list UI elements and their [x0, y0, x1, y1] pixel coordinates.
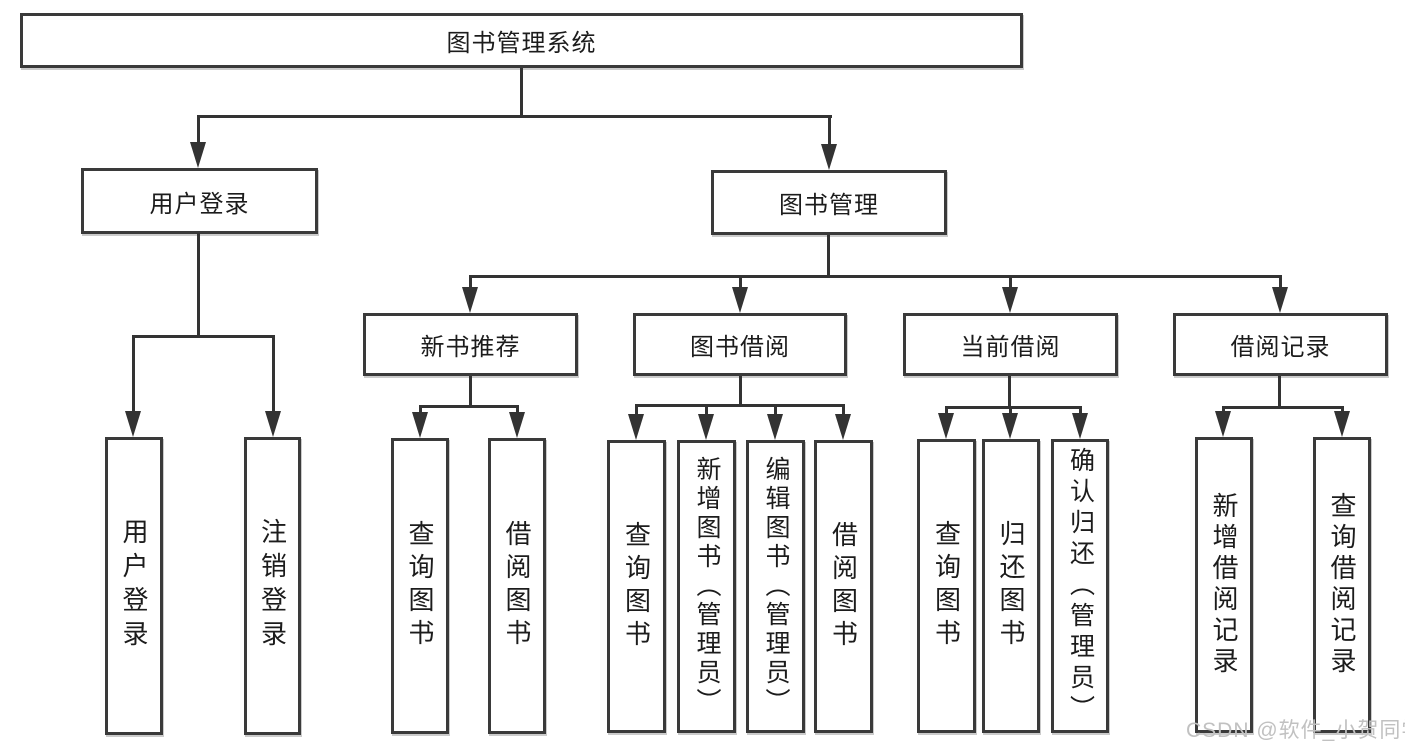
connector-line: [1079, 406, 1082, 414]
node-book-borrow-label: 图书借阅: [690, 334, 790, 361]
node-borrow-record-label: 借阅记录: [1230, 334, 1331, 361]
connector-line: [198, 115, 832, 118]
connector-arrow-icon: [462, 287, 478, 313]
connector-line: [1341, 406, 1344, 412]
connector-line: [842, 404, 845, 416]
connector-arrow-icon: [1002, 287, 1018, 313]
node-root-label: 图书管理系统: [446, 30, 597, 57]
connector-line: [520, 68, 523, 117]
connector-arrow-icon: [412, 412, 428, 438]
node-book-management-label: 图书管理: [779, 192, 879, 219]
connector-arrow-icon: [698, 414, 714, 440]
node-new-book-recommend-label: 新书推荐: [420, 334, 521, 361]
leaf-borrow-book-1-label: 借阅图书: [502, 520, 532, 652]
connector-line: [197, 115, 200, 148]
node-user-login: 用户登录: [81, 168, 318, 234]
leaf-query-book-1: 查询图书: [391, 438, 449, 734]
connector-line: [197, 233, 200, 337]
node-current-borrow-label: 当前借阅: [960, 334, 1061, 361]
connector-line: [828, 115, 831, 150]
csdn-watermark: CSDN @软件_小贺同学: [1186, 719, 1405, 742]
connector-line: [469, 275, 472, 291]
connector-line: [469, 376, 472, 407]
leaf-confirm-return-admin-label: 确认归还（管理员）: [1066, 446, 1095, 726]
leaf-query-book-3: 查询图书: [917, 439, 976, 733]
connector-arrow-icon: [821, 144, 837, 170]
connector-line: [635, 404, 638, 416]
leaf-edit-book-admin-label: 编辑图书（管理员）: [762, 456, 790, 717]
connector-line: [132, 335, 135, 415]
connector-line: [774, 404, 777, 416]
leaf-query-book-2: 查询图书: [607, 440, 666, 733]
leaf-borrow-book-2: 借阅图书: [814, 440, 873, 733]
leaf-user-login-label: 用户登录: [119, 518, 149, 654]
connector-arrow-icon: [509, 412, 525, 438]
connector-line: [419, 405, 519, 408]
connector-line: [705, 404, 708, 416]
leaf-edit-book-admin: 编辑图书（管理员）: [746, 440, 805, 733]
connector-line: [1222, 406, 1225, 412]
leaf-add-book-admin-label: 新增图书（管理员）: [693, 456, 721, 717]
connector-line: [1222, 406, 1344, 409]
connector-arrow-icon: [1272, 287, 1288, 313]
connector-line: [272, 335, 275, 415]
connector-line: [945, 406, 948, 414]
leaf-user-login: 用户登录: [105, 437, 163, 735]
leaf-query-book-2-label: 查询图书: [621, 520, 652, 653]
leaf-borrow-book-2-label: 借阅图书: [828, 520, 859, 653]
connector-arrow-icon: [1334, 411, 1350, 437]
node-new-book-recommend: 新书推荐: [363, 313, 578, 376]
connector-line: [419, 405, 422, 413]
leaf-query-borrow-record-label: 查询借阅记录: [1327, 492, 1357, 678]
connector-line: [1279, 275, 1282, 291]
connector-line: [827, 235, 830, 277]
connector-line: [1278, 376, 1281, 408]
connector-arrow-icon: [835, 414, 851, 440]
leaf-add-borrow-record: 新增借阅记录: [1195, 437, 1253, 733]
connector-arrow-icon: [1215, 411, 1231, 437]
connector-arrow-icon: [732, 287, 748, 313]
connector-line: [945, 406, 1082, 409]
leaf-add-book-admin: 新增图书（管理员）: [677, 440, 736, 733]
connector-line: [516, 405, 519, 413]
connector-line: [133, 335, 275, 338]
leaf-logout: 注销登录: [244, 437, 301, 735]
connector-arrow-icon: [767, 414, 783, 440]
node-root: 图书管理系统: [20, 13, 1023, 68]
connector-line: [1009, 406, 1012, 414]
node-borrow-record: 借阅记录: [1173, 313, 1388, 376]
node-book-management: 图书管理: [711, 170, 947, 235]
connector-line: [739, 376, 742, 406]
connector-arrow-icon: [1072, 413, 1088, 439]
leaf-borrow-book-1: 借阅图书: [488, 438, 546, 734]
leaf-return-book-label: 归还图书: [996, 520, 1026, 652]
connector-line: [1009, 275, 1012, 291]
leaf-query-book-3-label: 查询图书: [931, 520, 962, 652]
connector-arrow-icon: [125, 411, 141, 437]
connector-line: [1008, 376, 1011, 408]
connector-arrow-icon: [190, 142, 206, 168]
leaf-logout-label: 注销登录: [257, 518, 288, 654]
connector-arrow-icon: [628, 414, 644, 440]
leaf-return-book: 归还图书: [982, 439, 1040, 733]
connector-arrow-icon: [938, 413, 954, 439]
node-current-borrow: 当前借阅: [903, 313, 1118, 376]
connector-line: [635, 404, 845, 407]
leaf-add-borrow-record-label: 新增借阅记录: [1209, 492, 1239, 678]
leaf-query-book-1-label: 查询图书: [405, 520, 435, 652]
leaf-query-borrow-record: 查询借阅记录: [1313, 437, 1371, 733]
connector-arrow-icon: [1002, 413, 1018, 439]
connector-line: [469, 275, 1282, 278]
connector-arrow-icon: [265, 411, 281, 437]
node-book-borrow: 图书借阅: [633, 313, 847, 376]
node-user-login-label: 用户登录: [149, 190, 250, 218]
connector-line: [739, 275, 742, 291]
leaf-confirm-return-admin: 确认归还（管理员）: [1051, 439, 1109, 733]
